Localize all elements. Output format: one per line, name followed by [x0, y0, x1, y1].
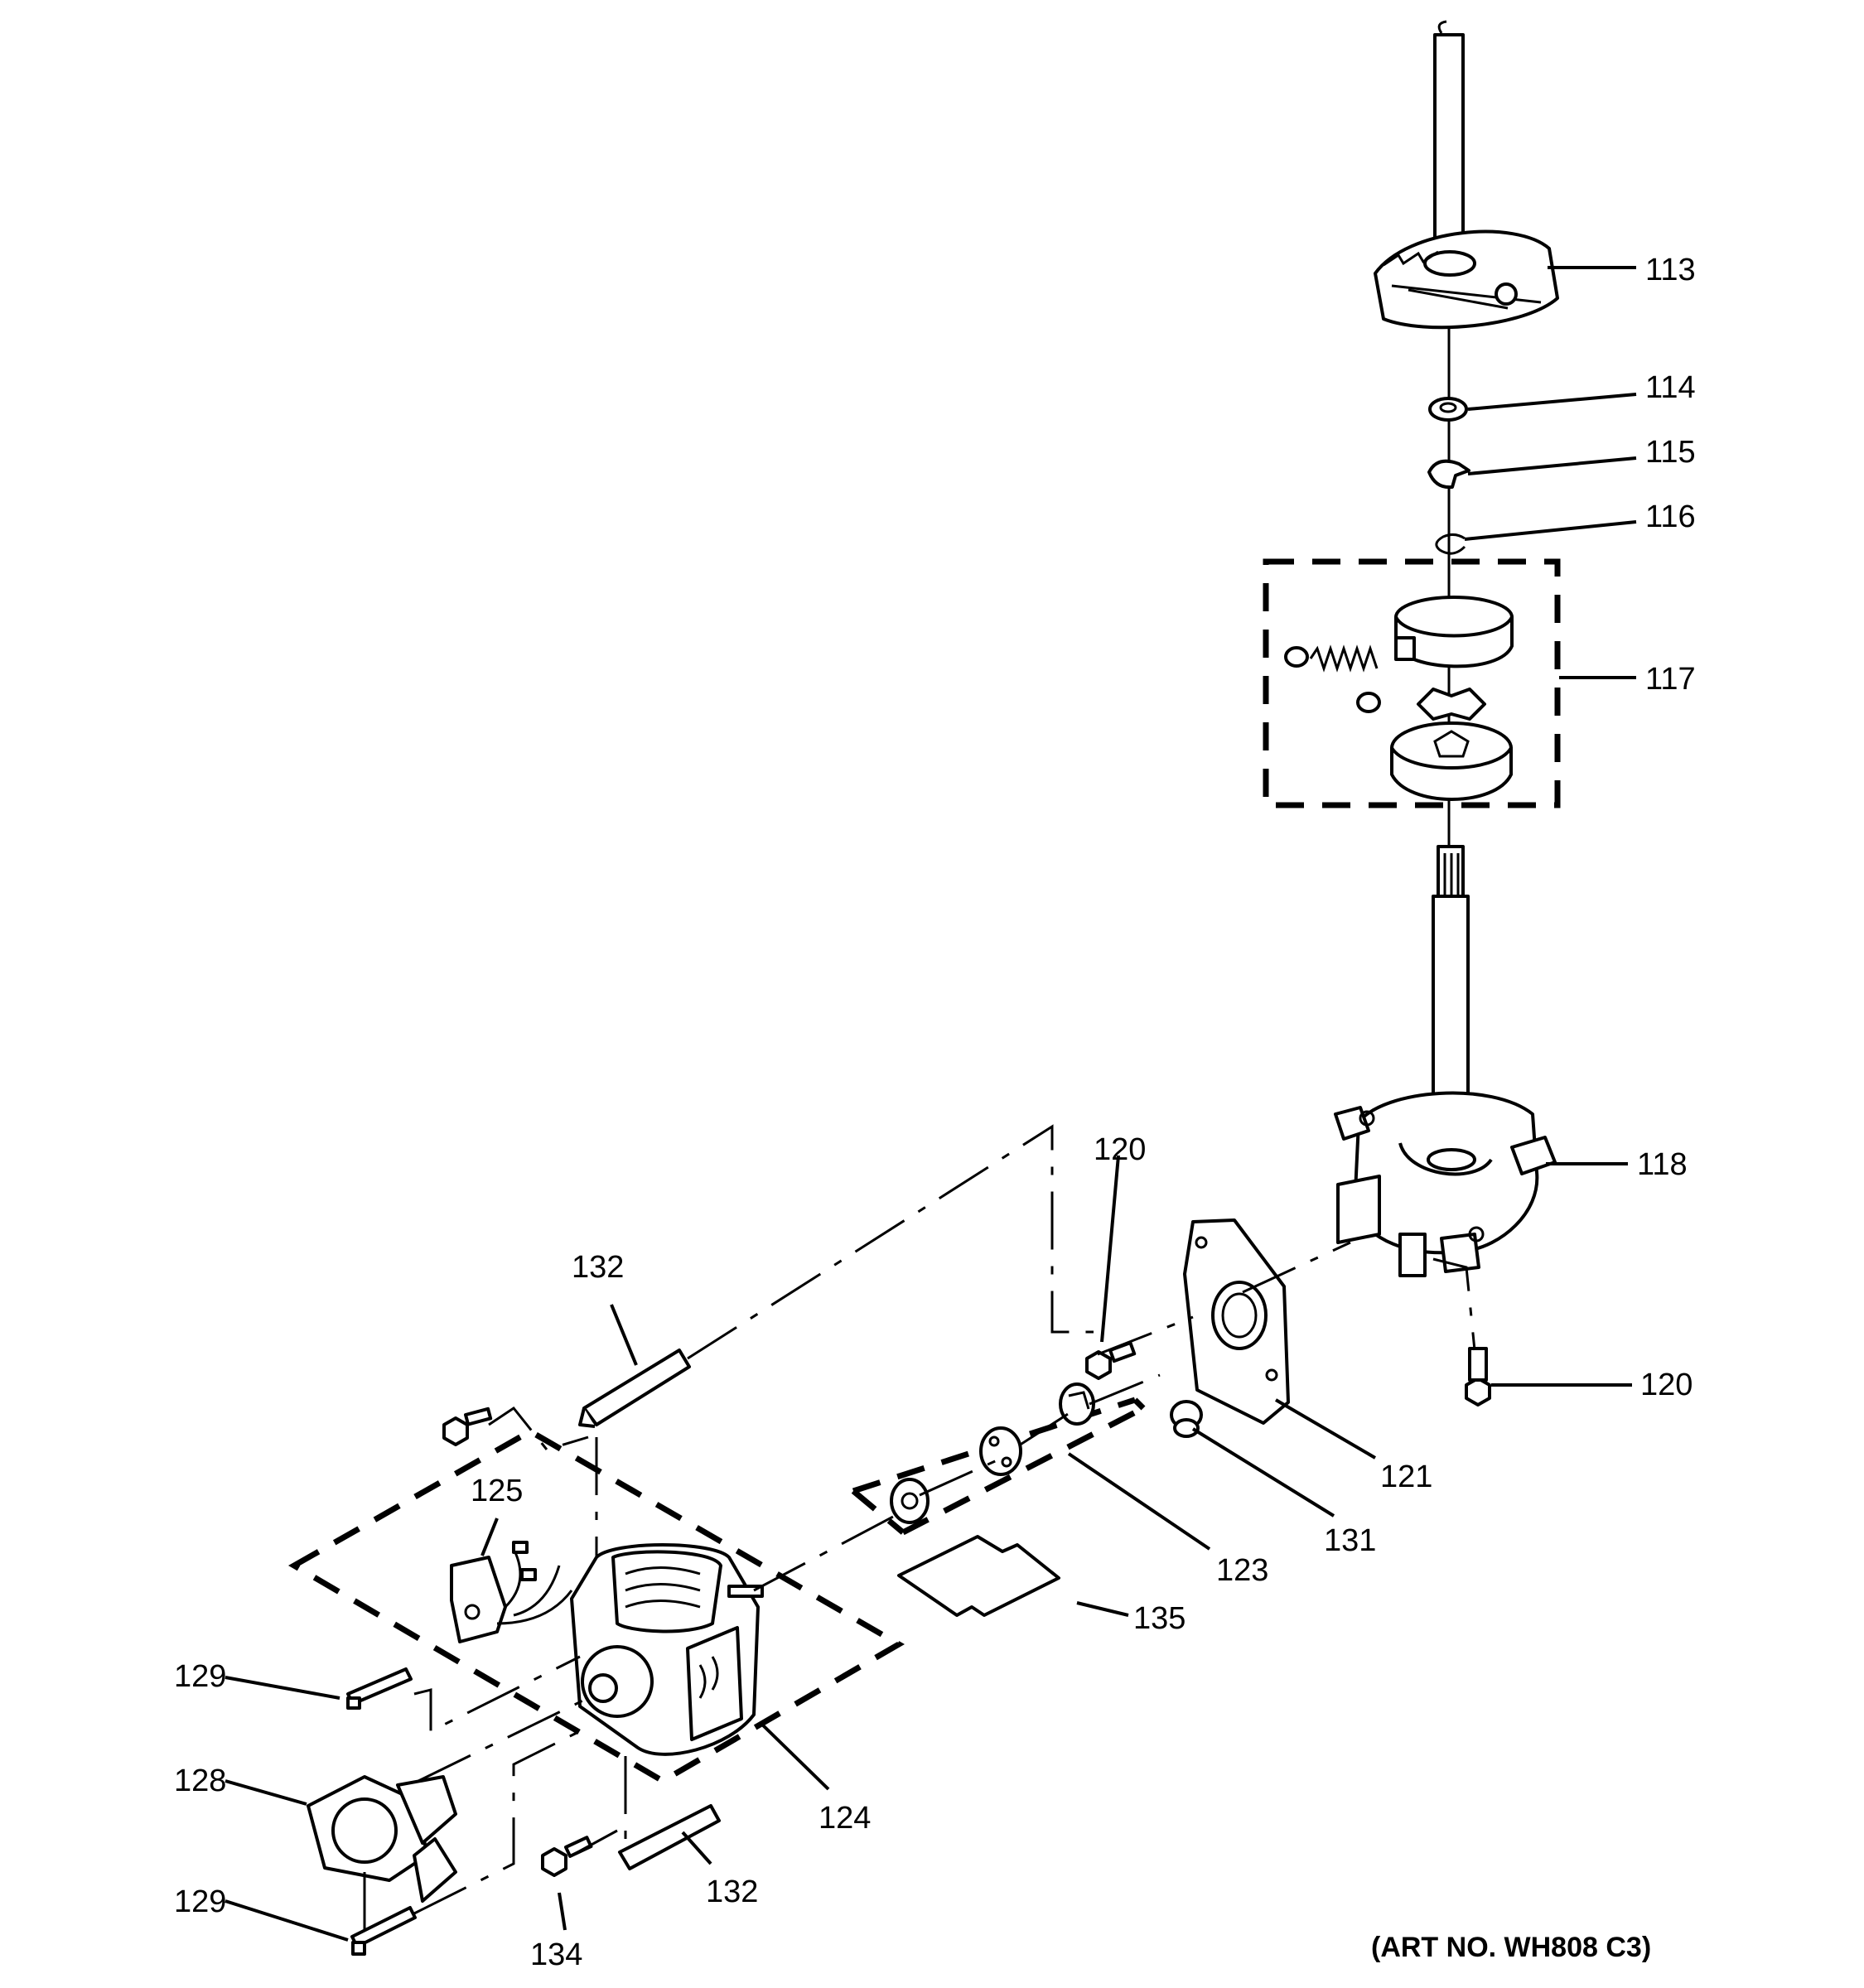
- part-135-pad: [897, 1535, 1060, 1617]
- part-116-ring: [1435, 533, 1466, 555]
- agitator-shaft: [1433, 20, 1465, 845]
- callout-120-lower: 120: [1640, 1368, 1693, 1402]
- assembly-lines: [363, 1124, 1476, 1934]
- part-134-screw: [541, 1836, 593, 1877]
- part-123-coupling-kit: [851, 1382, 1146, 1536]
- callout-132-lower: 132: [706, 1875, 758, 1909]
- callout-117: 117: [1645, 662, 1696, 697]
- part-132-strap-upper: [578, 1349, 691, 1428]
- callout-132-upper: 132: [572, 1250, 624, 1285]
- part-129-clip-upper: [346, 1667, 413, 1710]
- callout-128: 128: [174, 1764, 226, 1798]
- callout-labels: 113 114 115 116 117 118 120 120 121 123 …: [174, 253, 1696, 1972]
- callout-114: 114: [1645, 370, 1696, 405]
- callout-121: 121: [1380, 1460, 1432, 1494]
- part-129-clip-lower: [350, 1906, 417, 1956]
- callout-129-lower: 129: [174, 1884, 226, 1919]
- part-117-clutch-kit: [1263, 558, 1561, 808]
- callout-124: 124: [819, 1801, 871, 1836]
- callout-115: 115: [1645, 435, 1696, 470]
- part-125-switch: [450, 1541, 573, 1643]
- art-number: (ART NO. WH808 C3): [1371, 1932, 1651, 1963]
- callout-135: 135: [1133, 1601, 1186, 1636]
- leader-lines: [225, 266, 1637, 1942]
- callout-118: 118: [1637, 1147, 1688, 1182]
- callout-134: 134: [530, 1937, 582, 1972]
- callout-113: 113: [1645, 253, 1696, 287]
- part-113-cam-assembly: [1374, 229, 1559, 330]
- part-132-strap-lower: [618, 1804, 721, 1870]
- part-131-plug: [1170, 1400, 1203, 1438]
- part-115-clip: [1427, 459, 1470, 490]
- part-114-washer: [1428, 397, 1468, 422]
- part-118-transmission: [1334, 1091, 1557, 1277]
- callout-116: 116: [1645, 499, 1696, 534]
- strap-screw: [442, 1407, 493, 1446]
- part-128-pump: [307, 1775, 457, 1903]
- part-124-motor-assembly: [287, 1427, 905, 1785]
- part-120-bolt-upper: [1085, 1341, 1137, 1380]
- callout-129-upper: 129: [174, 1659, 226, 1694]
- callout-123: 123: [1216, 1553, 1268, 1588]
- callout-120-upper: 120: [1094, 1132, 1146, 1167]
- callout-131: 131: [1324, 1523, 1376, 1558]
- part-121-mounting-plate: [1183, 1218, 1290, 1425]
- callout-125: 125: [471, 1474, 523, 1508]
- part-120-bolt-lower: [1465, 1347, 1491, 1407]
